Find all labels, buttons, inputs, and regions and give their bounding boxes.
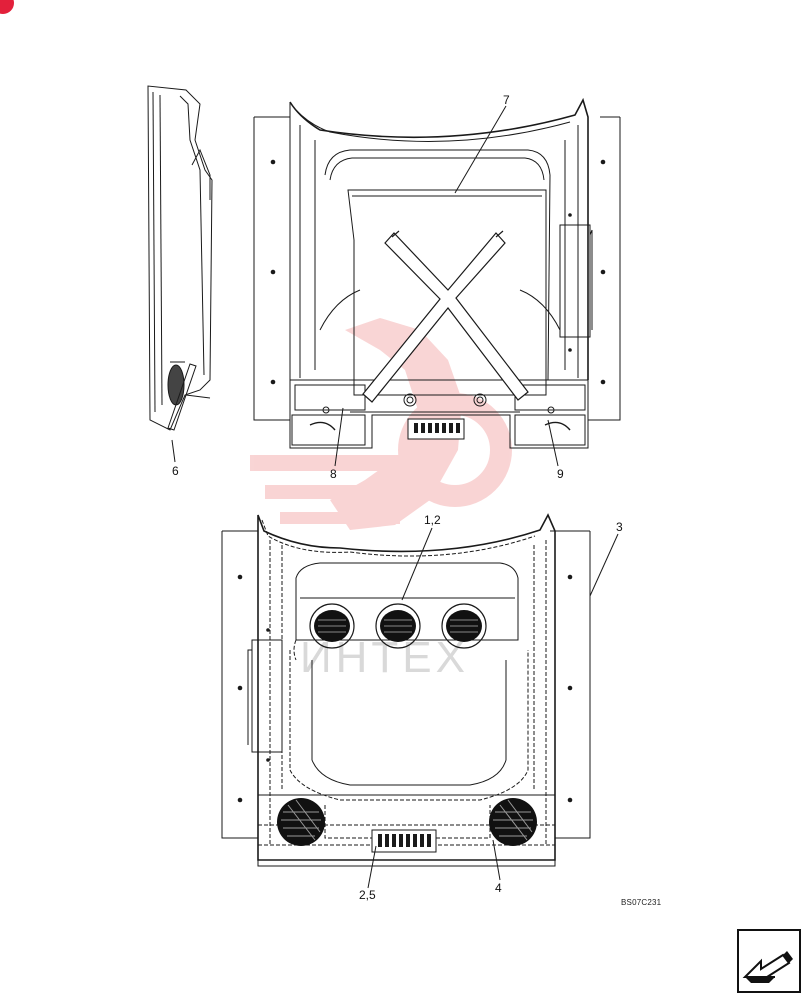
callout-9: 9: [557, 467, 564, 481]
callout-6: 6: [172, 464, 179, 478]
vent-2: [375, 603, 421, 649]
callout-8: 8: [330, 467, 337, 481]
callout-3: 3: [616, 520, 623, 534]
mount-holes-bottom: [237, 574, 573, 803]
arrow-prev-icon: [742, 951, 793, 983]
callout-2-5: 2,5: [359, 888, 376, 902]
callout-7: 7: [503, 93, 510, 107]
prev-page-button[interactable]: [737, 929, 801, 993]
x-brace: [362, 230, 529, 403]
mount-holes-top: [270, 159, 606, 385]
brand-mark-icon: [0, 0, 14, 14]
vent-3: [441, 603, 487, 649]
side-view: [147, 85, 213, 431]
watermark-logo: [250, 318, 512, 530]
drawing-code: BS07C231: [621, 898, 662, 907]
callout-4: 4: [495, 881, 502, 895]
vent-4: [277, 798, 325, 846]
bottom-view: [221, 513, 591, 867]
vent-5: [489, 798, 537, 846]
vent-1: [309, 603, 355, 649]
callout-1-2: 1,2: [424, 513, 441, 527]
floor-grille: [371, 829, 437, 853]
top-view: [253, 97, 621, 449]
leader-lines: [171, 105, 619, 889]
